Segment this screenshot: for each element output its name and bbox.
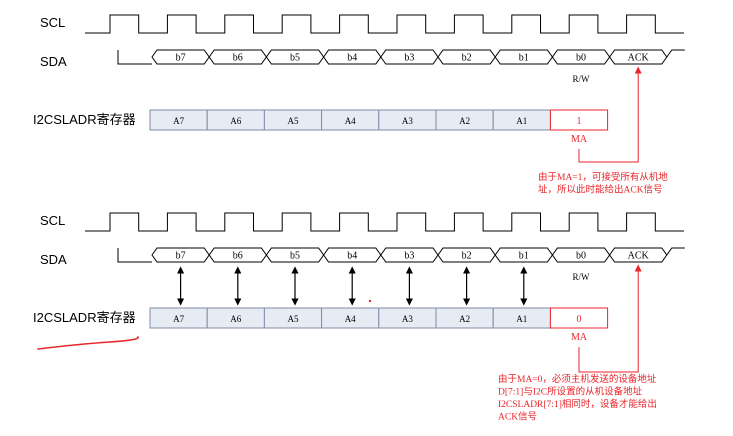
bit-label-b0: b0 xyxy=(576,53,586,64)
sda-label: SDA xyxy=(40,252,67,267)
note-line: 址，所以此时能给出ACK信号 xyxy=(538,184,663,196)
register-cell-A4: A4 xyxy=(345,116,356,126)
register-cell-A3: A3 xyxy=(402,116,413,126)
note-line: I2CSLADR[7:1]相同时，设备才能给出 xyxy=(498,398,657,410)
ma-label: MA xyxy=(571,134,588,145)
bit-label-b5: b5 xyxy=(290,53,300,64)
bit-label-b7: b7 xyxy=(176,251,186,262)
bit-label-b2: b2 xyxy=(462,53,472,64)
diagram-panel-1: SCL SDA b7 b6 b5 b4 b3 b2 b1 b0 ACK R/W I2CSLADR寄存器 A… xyxy=(33,14,685,196)
diagram-panel-2: SCL SDA b7 b6 b5 b4 b3 b2 b1 b0 ACK R/W I2CSLADR寄存器 A… xyxy=(33,212,685,423)
register-cell-A3: A3 xyxy=(402,314,413,324)
bit-label-b7: b7 xyxy=(176,53,186,64)
register-cell-A7: A7 xyxy=(173,116,184,126)
arrow-up-icon xyxy=(578,264,642,373)
ma-label: MA xyxy=(571,332,588,343)
register-cell-A5: A5 xyxy=(288,314,299,324)
bit-label-b4: b4 xyxy=(347,251,357,262)
scl-label: SCL xyxy=(40,15,65,30)
ma-cell xyxy=(549,109,609,131)
sda-tail-line xyxy=(666,247,685,256)
register-cell-A6: A6 xyxy=(230,314,241,324)
register-cell-A1: A1 xyxy=(516,116,527,126)
register-cell-A6: A6 xyxy=(230,116,241,126)
hand-drawn-underline xyxy=(37,336,139,350)
ma-cell xyxy=(549,307,609,329)
ma-value: 0 xyxy=(577,314,582,325)
sda-lead-line xyxy=(117,50,152,65)
bit-label-b1: b1 xyxy=(519,53,529,64)
stray-dot xyxy=(368,299,372,303)
rw-label: R/W xyxy=(573,272,591,282)
arrow-up-icon xyxy=(578,66,642,163)
register-cell-A7: A7 xyxy=(173,314,184,324)
bit-label-b3: b3 xyxy=(404,53,414,64)
bit-label-b4: b4 xyxy=(347,53,357,64)
rw-label: R/W xyxy=(573,74,591,84)
register-cell-A2: A2 xyxy=(459,116,470,126)
ack-label: ACK xyxy=(628,251,650,262)
bit-label-b5: b5 xyxy=(290,251,300,262)
ack-label: ACK xyxy=(628,53,650,64)
scl-waveform xyxy=(85,14,684,34)
register-cell-A1: A1 xyxy=(516,314,527,324)
ma-value: 1 xyxy=(577,116,582,127)
sda-tail-line xyxy=(666,49,685,58)
bit-label-b6: b6 xyxy=(233,53,243,64)
register-cell-A2: A2 xyxy=(459,314,470,324)
note-line: ACK信号 xyxy=(498,411,537,423)
bit-label-b0: b0 xyxy=(576,251,586,262)
sda-label: SDA xyxy=(40,54,67,69)
bit-label-b3: b3 xyxy=(404,251,414,262)
bit-label-b2: b2 xyxy=(462,251,472,262)
register-cell-A4: A4 xyxy=(345,314,356,324)
register-label: I2CSLADR寄存器 xyxy=(33,310,136,325)
scl-waveform xyxy=(85,212,684,232)
sda-lead-line xyxy=(117,248,152,263)
bit-label-b1: b1 xyxy=(519,251,529,262)
bit-label-b6: b6 xyxy=(233,251,243,262)
note-line: D[7:1]与I2C所设置的从机设备地址 xyxy=(498,386,643,398)
register-label: I2CSLADR寄存器 xyxy=(33,112,136,127)
register-cell-A5: A5 xyxy=(288,116,299,126)
scl-label: SCL xyxy=(40,213,65,228)
note-line: 由于MA=1，可接受所有从机地 xyxy=(538,171,668,183)
note-line: 由于MA=0，必须主机发送的设备地址 xyxy=(498,373,657,385)
